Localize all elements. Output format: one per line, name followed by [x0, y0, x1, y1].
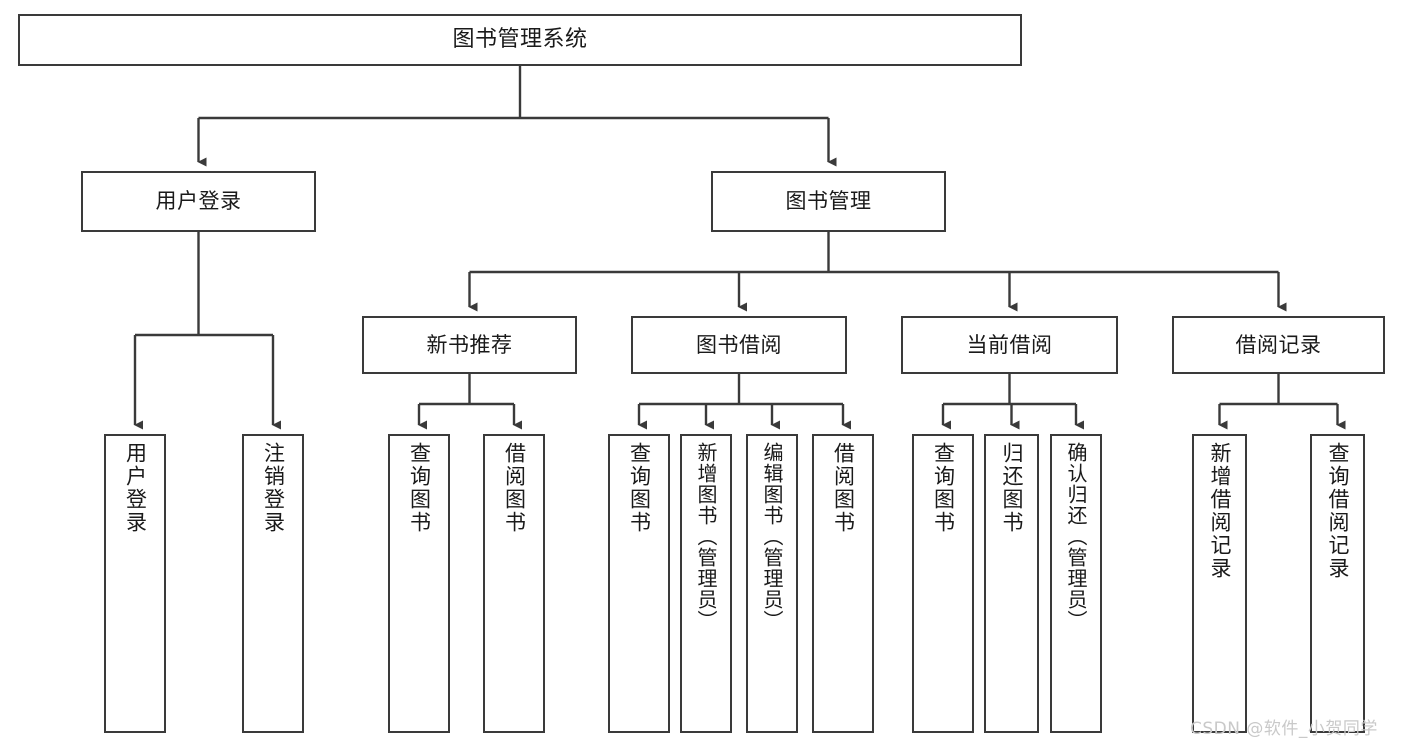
node-login[interactable]: 用户登录: [81, 171, 316, 232]
node-borrow[interactable]: 图书借阅: [631, 316, 847, 374]
node-leaf12[interactable]: 新增借阅记录: [1192, 434, 1247, 733]
node-leaf1[interactable]: 用户登录: [104, 434, 166, 733]
node-label-leaf10: 归还图书: [1000, 442, 1024, 534]
node-leaf2[interactable]: 注销登录: [242, 434, 304, 733]
node-label-leaf4: 借阅图书: [502, 442, 527, 534]
node-leaf5[interactable]: 查询图书: [608, 434, 670, 733]
node-label-newbook: 新书推荐: [426, 332, 513, 357]
node-leaf4[interactable]: 借阅图书: [483, 434, 545, 733]
node-label-leaf2: 注销登录: [261, 442, 286, 534]
node-label-leaf3: 查询图书: [407, 442, 432, 534]
node-root[interactable]: 图书管理系统: [18, 14, 1022, 66]
node-leaf3[interactable]: 查询图书: [388, 434, 450, 733]
node-label-leaf1: 用户登录: [123, 442, 148, 534]
node-label-leaf5: 查询图书: [627, 442, 652, 534]
node-leaf13[interactable]: 查询借阅记录: [1310, 434, 1365, 733]
node-label-borrow: 图书借阅: [696, 332, 782, 357]
node-label-leaf11: 确认归还（管理员）: [1064, 442, 1088, 631]
node-label-leaf9: 查询图书: [931, 442, 956, 534]
node-leaf7[interactable]: 编辑图书（管理员）: [746, 434, 798, 733]
node-leaf11[interactable]: 确认归还（管理员）: [1050, 434, 1102, 733]
node-leaf10[interactable]: 归还图书: [984, 434, 1039, 733]
node-current[interactable]: 当前借阅: [901, 316, 1118, 374]
node-label-leaf8: 借阅图书: [831, 442, 856, 534]
node-label-bookmgmt: 图书管理: [785, 189, 872, 214]
node-records[interactable]: 借阅记录: [1172, 316, 1385, 374]
csdn-watermark: CSDN @软件_小贺同学: [1190, 719, 1378, 739]
node-label-root: 图书管理系统: [452, 27, 588, 53]
node-label-leaf13: 查询借阅记录: [1326, 442, 1350, 580]
node-label-leaf7: 编辑图书（管理员）: [760, 442, 784, 631]
node-leaf9[interactable]: 查询图书: [912, 434, 974, 733]
node-label-leaf12: 新增借阅记录: [1208, 442, 1232, 580]
node-label-login: 用户登录: [155, 189, 242, 214]
node-newbook[interactable]: 新书推荐: [362, 316, 577, 374]
node-leaf6[interactable]: 新增图书（管理员）: [680, 434, 732, 733]
node-label-current: 当前借阅: [966, 332, 1053, 357]
node-label-records: 借阅记录: [1235, 332, 1322, 357]
node-leaf8[interactable]: 借阅图书: [812, 434, 874, 733]
node-bookmgmt[interactable]: 图书管理: [711, 171, 946, 232]
node-label-leaf6: 新增图书（管理员）: [694, 442, 718, 631]
